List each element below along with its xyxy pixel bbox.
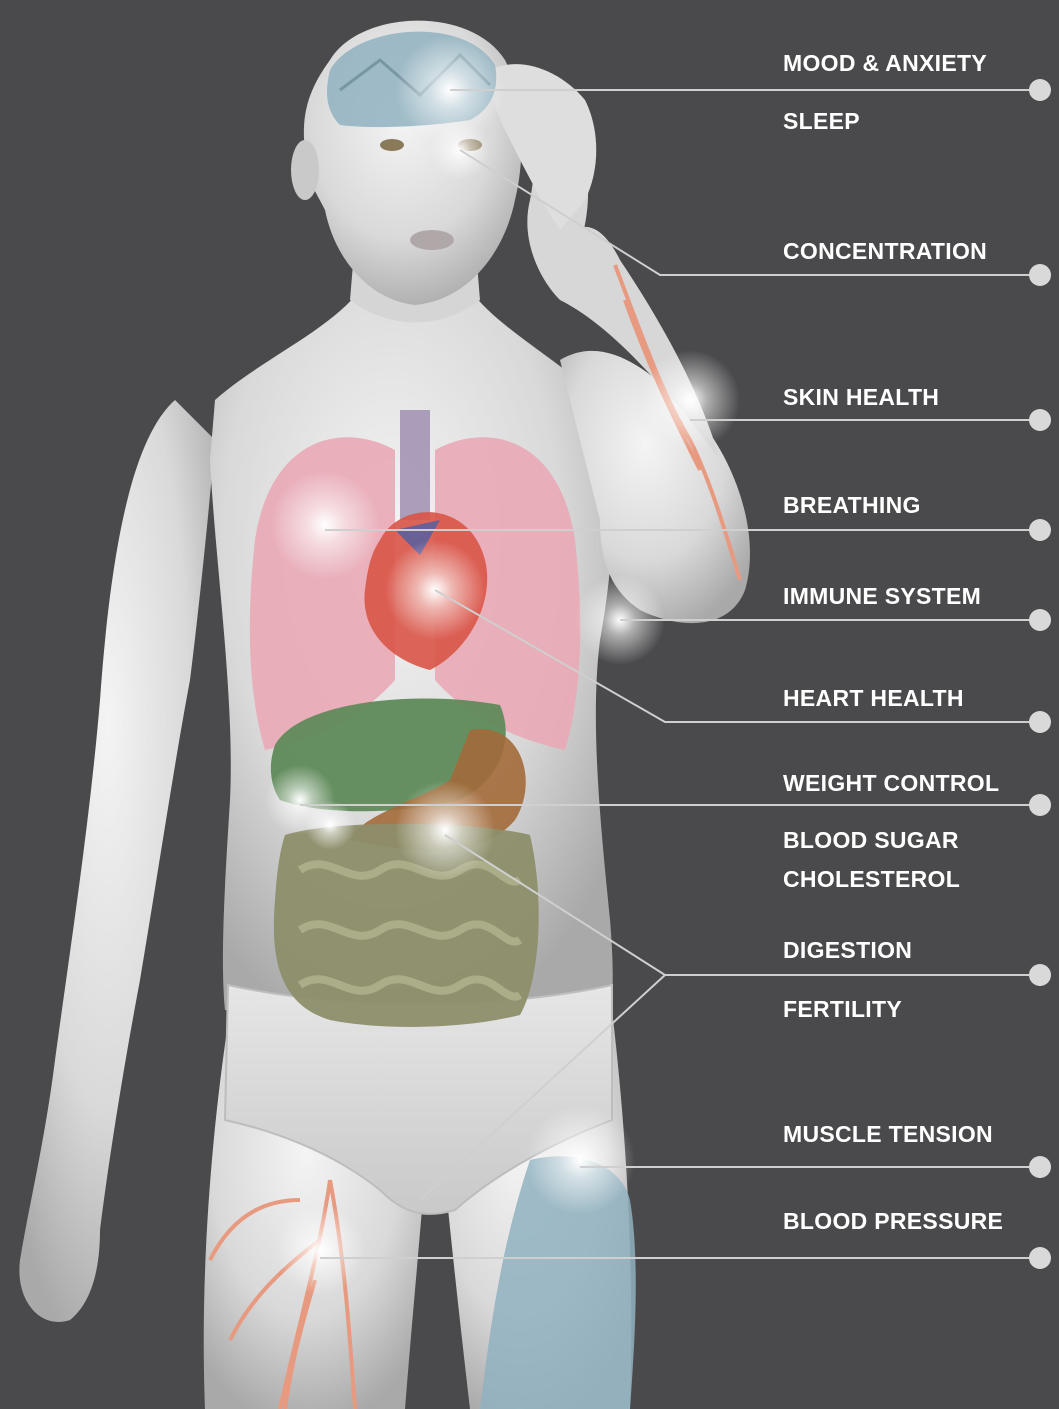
label-blood-pressure: BLOOD PRESSURE [783,1208,1003,1234]
label-skin-health: SKIN HEALTH [783,384,939,410]
glow-belly [305,800,355,850]
glow-arm [640,350,740,450]
dot-muscle [1029,1156,1051,1178]
label-heart-health: HEART HEALTH [783,685,964,711]
ear [291,140,319,200]
dot-immune [1029,609,1051,631]
left-eye [380,139,404,151]
dot-blood-pressure [1029,1247,1051,1269]
dot-breathing [1029,519,1051,541]
label-digestion: DIGESTION [783,937,912,963]
trachea [400,410,430,520]
mouth [410,230,454,250]
glow-lung [270,470,380,580]
label-concentration: CONCENTRATION [783,238,987,264]
endpoint-dots [1029,79,1051,1269]
label-blood-sugar: BLOOD SUGAR [783,827,959,853]
dot-skin [1029,409,1051,431]
label-muscle-tension: MUSCLE TENSION [783,1121,993,1147]
label-sleep: SLEEP [783,108,860,134]
label-immune-system: IMMUNE SYSTEM [783,583,981,609]
glow-leg [275,1205,365,1295]
glow-stomach [395,780,495,880]
dot-weight [1029,794,1051,816]
dot-digestion [1029,964,1051,986]
label-breathing: BREATHING [783,492,921,518]
label-cholesterol: CHOLESTEROL [783,866,960,892]
dot-concentration [1029,264,1051,286]
label-weight-control: WEIGHT CONTROL [783,770,999,796]
label-fertility: FERTILITY [783,996,902,1022]
dot-heart [1029,711,1051,733]
label-mood-anxiety: MOOD & ANXIETY [783,50,987,76]
dot-mood [1029,79,1051,101]
glow-thigh [525,1105,635,1215]
left-arm [19,400,215,1322]
